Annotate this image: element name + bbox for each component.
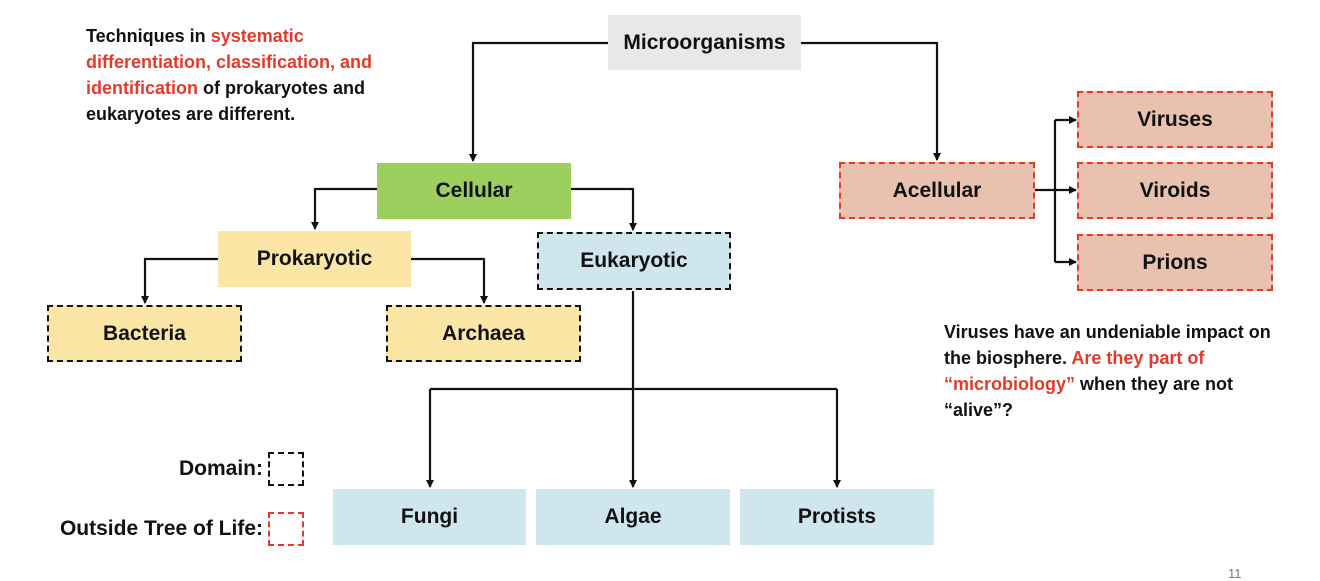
node-acellular: Acellular: [839, 162, 1035, 219]
legend-outside-label: Outside Tree of Life:: [59, 517, 263, 540]
note-viruses: Viruses have an undeniable impact on the…: [944, 319, 1289, 423]
edge-micro-cellular: [469, 41, 608, 162]
node-bacteria: Bacteria: [47, 305, 242, 362]
node-prokaryotic: Prokaryotic: [218, 231, 411, 287]
note-viruses-text2: when they are not “alive”?: [944, 374, 1234, 420]
note-techniques-highlight: systematic differentiation, classificati…: [86, 26, 373, 98]
note-viruses-text1: Viruses have an undeniable impact on the…: [944, 322, 1271, 368]
note-viruses-highlight: Are they part of “microbiology”: [944, 348, 1205, 394]
legend-domain-label: Domain:: [179, 457, 263, 480]
node-fungi: Fungi: [333, 489, 526, 545]
node-protists: Protists: [740, 489, 934, 545]
note-techniques-text1: Techniques in: [86, 26, 211, 46]
edge-cellular-prokaryotic: [311, 187, 377, 230]
node-microorganisms: Microorganisms: [608, 15, 801, 70]
page-number: 11: [1228, 566, 1242, 581]
legend-outside-swatch: [268, 512, 304, 546]
node-cellular: Cellular: [377, 163, 571, 219]
legend-domain-swatch: [268, 452, 304, 486]
note-techniques: Techniques in systematic differentiation…: [86, 23, 416, 127]
edge-prokaryotic-archaea: [411, 257, 488, 304]
edge-prokaryotic-bacteria: [141, 257, 218, 304]
node-archaea: Archaea: [386, 305, 581, 362]
node-prions: Prions: [1077, 234, 1273, 291]
node-viruses: Viruses: [1077, 91, 1273, 148]
node-algae: Algae: [536, 489, 730, 545]
edge-cellular-eukaryotic: [571, 187, 637, 231]
note-techniques-text2: of prokaryotes and eukaryotes are differ…: [86, 78, 366, 124]
node-eukaryotic: Eukaryotic: [537, 232, 731, 290]
edge-micro-acellular: [801, 41, 941, 161]
node-viroids: Viroids: [1077, 162, 1273, 219]
